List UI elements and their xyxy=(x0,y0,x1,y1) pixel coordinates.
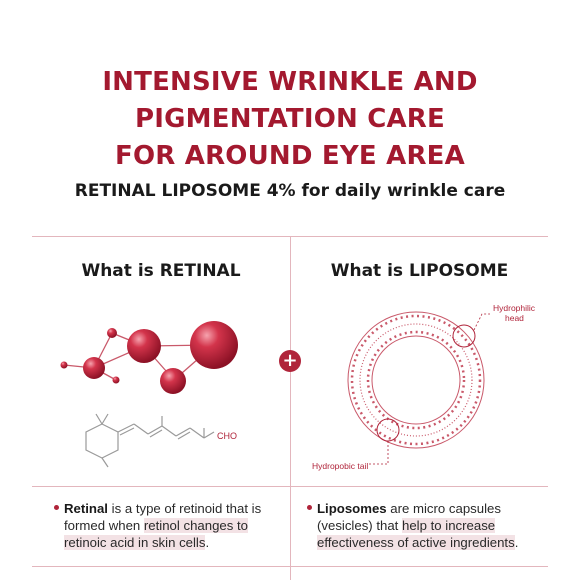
bullet-dot-right xyxy=(307,505,312,510)
liposome-bilayer xyxy=(347,311,485,449)
retinal-bold: Retinal xyxy=(64,501,108,516)
bottom-divider xyxy=(32,566,548,567)
hydrophilic-label-line2: head xyxy=(505,313,524,323)
molecule-illustration xyxy=(60,321,238,394)
liposome-bold: Liposomes xyxy=(317,501,387,516)
plus-icon: + xyxy=(279,350,301,372)
liposome-illustration xyxy=(347,311,490,465)
retinal-description: Retinal is a type of retinoid that is fo… xyxy=(64,501,262,550)
top-divider xyxy=(32,236,548,237)
hydrophilic-label-line1: Hydrophilic xyxy=(493,303,536,313)
page-title-line-3: FOR AROUND EYE AREA xyxy=(115,141,465,171)
page-title-line-1: INTENSIVE WRINKLE AND xyxy=(102,67,478,97)
page-title-line-2: PIGMENTATION CARE xyxy=(135,104,445,134)
liposome-heading: What is LIPOSOME xyxy=(330,261,509,281)
retinal-structural-formula-icon xyxy=(85,413,215,468)
page-subtitle: RETINAL LIPOSOME 4% for daily wrinkle ca… xyxy=(74,181,506,201)
center-divider xyxy=(290,237,291,580)
middle-divider xyxy=(32,486,548,487)
molecule-large-sphere xyxy=(190,321,238,369)
formula-cho-label: CHO xyxy=(217,431,237,441)
hydrophobic-tail-label: Hydropobic tail xyxy=(312,461,369,471)
retinal-heading: What is RETINAL xyxy=(81,261,241,281)
liposome-description: Liposomes are micro capsules (vesicles) … xyxy=(317,501,519,550)
bullet-dot-left xyxy=(54,505,59,510)
